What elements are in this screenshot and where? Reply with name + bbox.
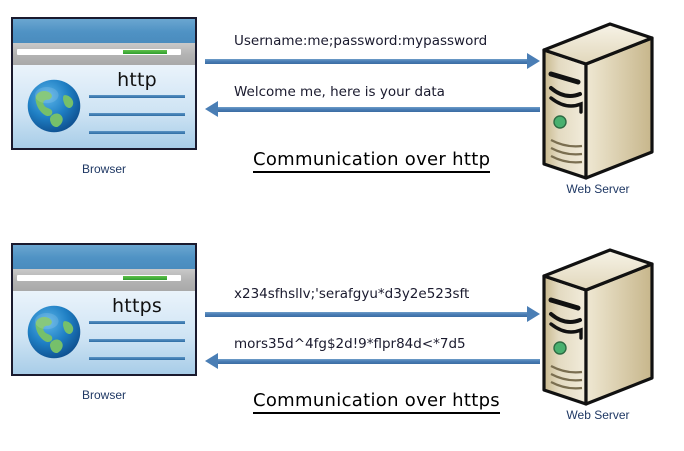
panel-http: http Browser Username:me;password:mypass… [0, 0, 684, 225]
browser-caption: Browser [81, 388, 126, 402]
arrow-head-right-icon [527, 53, 540, 69]
arrow-head-left-icon [205, 353, 218, 369]
response-arrow [205, 101, 540, 117]
arrow-shaft [216, 359, 540, 364]
request-message-label: Username:me;password:mypassword [234, 33, 488, 49]
content-line [89, 95, 185, 98]
browser-viewport: https [13, 291, 195, 374]
address-bar[interactable] [17, 275, 181, 281]
server-caption: Web Server [566, 408, 630, 422]
browser-viewport: http [13, 65, 195, 148]
browser-toolbar [13, 43, 195, 65]
address-bar-secure-indicator [123, 276, 167, 280]
request-arrow [205, 53, 540, 69]
arrow-shaft [205, 312, 529, 317]
protocol-label: http [117, 69, 157, 91]
browser-titlebar [13, 19, 195, 43]
content-line [89, 339, 185, 342]
panel-title-http: Communication over http [253, 149, 491, 173]
browser-caption: Browser [81, 162, 126, 176]
address-bar[interactable] [17, 49, 181, 55]
status-led [553, 341, 567, 355]
protocol-label: https [112, 295, 162, 317]
content-line [89, 113, 185, 116]
response-message-label: Welcome me, here is your data [234, 84, 445, 100]
response-arrow [205, 353, 540, 369]
server-tower-icon [542, 22, 654, 180]
content-line [89, 131, 185, 134]
panel-title-https: Communication over https [253, 390, 500, 414]
arrow-head-right-icon [527, 306, 540, 322]
response-message-label: mors35d^4fg$2d!9*flpr84d<*7d5 [234, 336, 466, 352]
content-line [89, 357, 185, 360]
request-arrow [205, 306, 540, 322]
address-bar-secure-indicator [123, 50, 167, 54]
status-led [553, 115, 567, 129]
arrow-shaft [216, 107, 540, 112]
panel-https: https Browser x234sfhsllv;'serafgyu*d3y2… [0, 226, 684, 451]
arrow-head-left-icon [205, 101, 218, 117]
server-tower-icon [542, 248, 654, 406]
arrow-shaft [205, 59, 529, 64]
browser-titlebar [13, 245, 195, 269]
browser-window-https[interactable]: https [11, 243, 197, 376]
server-caption: Web Server [566, 182, 630, 196]
globe-icon [27, 305, 81, 359]
globe-icon [27, 79, 81, 133]
request-message-label: x234sfhsllv;'serafgyu*d3y2e523sft [234, 286, 470, 302]
browser-window-http[interactable]: http [11, 17, 197, 150]
content-line [89, 321, 185, 324]
browser-toolbar [13, 269, 195, 291]
